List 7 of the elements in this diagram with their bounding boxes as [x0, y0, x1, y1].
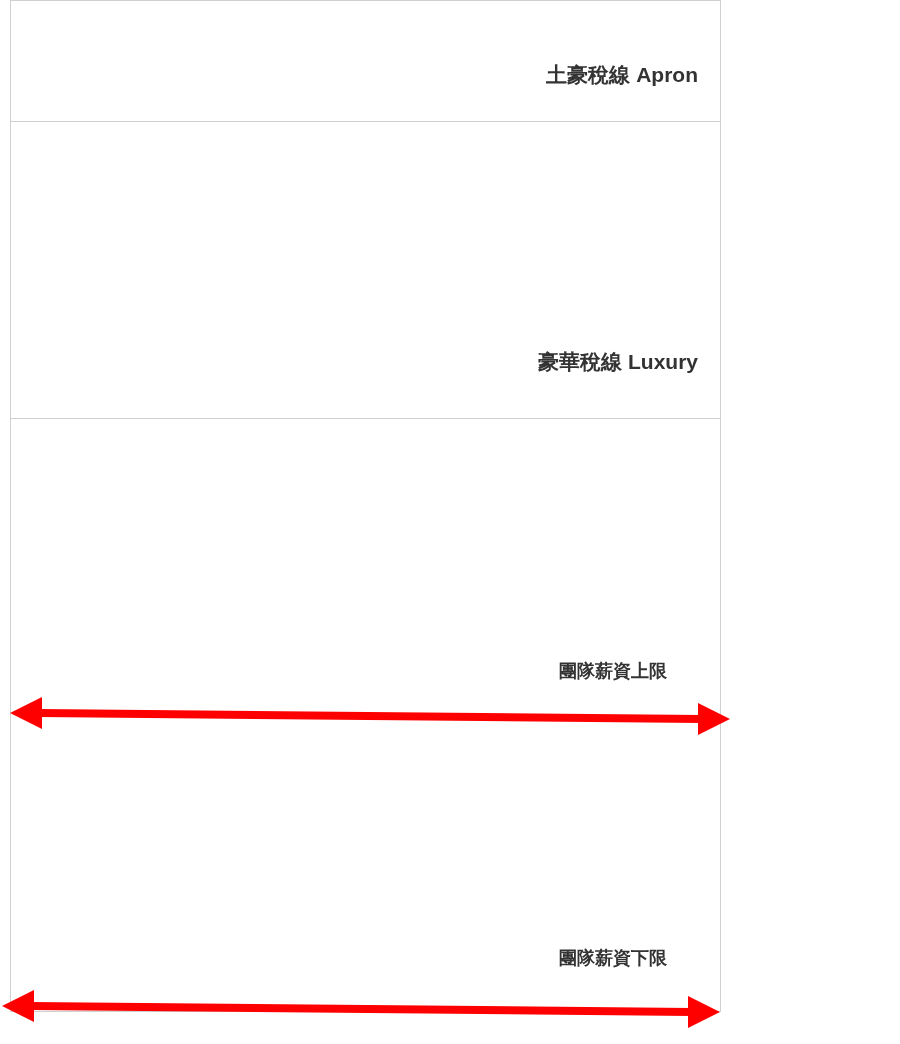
- band-label: 團隊薪資上限: [559, 660, 667, 683]
- band-label: 豪華稅線 Luxury: [538, 349, 698, 375]
- band-row: [10, 0, 721, 122]
- band-row: [10, 121, 721, 419]
- band-label: 團隊薪資下限: [559, 947, 667, 970]
- band-row: [10, 418, 721, 1012]
- band-label: 土豪稅線 Apron: [546, 62, 698, 88]
